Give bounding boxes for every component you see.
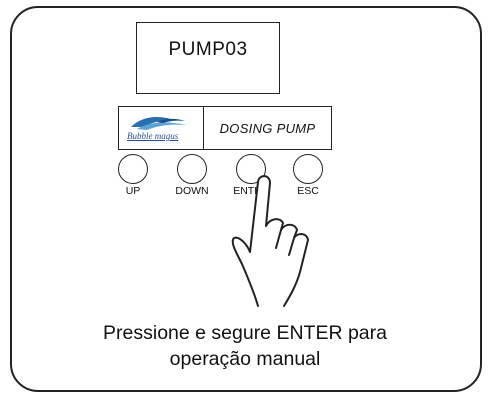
brand-name: Bubble magus (127, 131, 179, 141)
brand-logo: Bubble magus (119, 107, 204, 149)
instruction-line-1: Pressione e segure ENTER para (103, 322, 387, 344)
instruction-text: Pressione e segure ENTER para operação m… (0, 320, 490, 372)
lcd-display: PUMP03 (136, 22, 280, 94)
esc-button[interactable] (293, 154, 323, 184)
instruction-line-2: operação manual (169, 348, 321, 370)
esc-button-label: ESC (297, 185, 319, 197)
up-button[interactable] (118, 154, 148, 184)
up-button-label: UP (125, 185, 141, 197)
pointing-hand-icon (231, 175, 309, 307)
down-button-label: DOWN (175, 185, 209, 197)
bubble-wave-logo-icon (131, 117, 187, 130)
brand-badge: Bubble magus DOSING PUMP (118, 106, 332, 150)
down-button[interactable] (177, 154, 207, 184)
device-panel (10, 6, 482, 392)
product-name: DOSING PUMP (219, 120, 316, 136)
display-text: PUMP03 (168, 39, 248, 60)
